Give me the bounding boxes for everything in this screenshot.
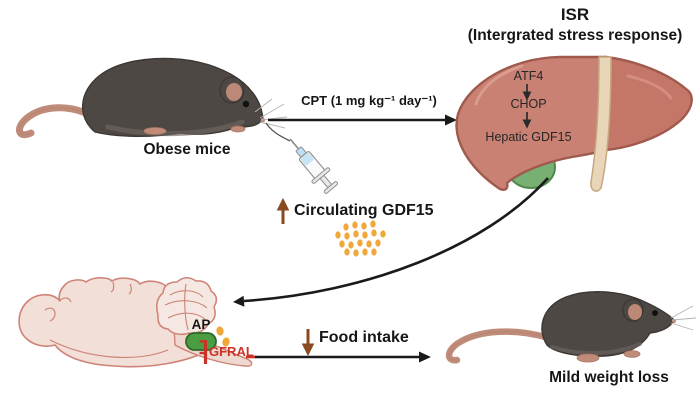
cpt-arrow — [268, 114, 457, 126]
obese-mice-label: Obese mice — [143, 141, 231, 158]
circulating-gdf15-label: Circulating GDF15 — [294, 202, 434, 219]
liver-highlight — [474, 64, 524, 106]
isr-title: ISR — [560, 5, 590, 24]
cpt-dose-label: CPT (1 mg kg⁻¹ day⁻¹) — [301, 93, 437, 108]
mouse-eye — [242, 100, 250, 108]
obese-mouse-icon — [16, 57, 288, 139]
isr-subtitle: (Intergrated stress response) — [467, 27, 683, 45]
mouse-eye — [652, 310, 658, 316]
isr-title-block: ISR (Intergrated stress response) — [450, 4, 700, 46]
gdf15-molecules-brain — [216, 326, 230, 347]
mouse-ear-inner — [226, 83, 242, 101]
mouse-ear-inner — [628, 304, 642, 320]
brain-icon — [18, 276, 253, 368]
mouse-body — [541, 291, 675, 357]
cerebellum-folds — [164, 283, 208, 331]
mouse-tail — [445, 328, 553, 364]
ap-label: AP — [191, 317, 211, 332]
mouse-whiskers — [670, 305, 697, 331]
mouse-belly-shade — [550, 342, 642, 355]
hepatic-gdf15-label: Hepatic GDF15 — [485, 130, 572, 144]
chop-gdf15-arrow — [522, 112, 532, 129]
mouse-front-paw — [230, 125, 246, 133]
gfral-label: GFRAL — [209, 344, 254, 359]
mouse-belly-shade — [105, 119, 245, 137]
gfral-receptor — [199, 340, 208, 364]
mouse-hind-foot — [143, 127, 167, 135]
circulating-increase-arrow — [276, 197, 290, 224]
mouse-hind-foot — [576, 353, 600, 363]
food-intake-label: Food intake — [319, 329, 409, 346]
food-intake-arrow — [246, 351, 431, 363]
mouse-front-paw — [623, 350, 641, 358]
liver-highlight — [626, 74, 673, 100]
atf4-chop-arrow — [522, 84, 532, 101]
mouse-tail — [16, 104, 104, 139]
injection-line — [265, 122, 291, 142]
mouse-whiskers — [254, 98, 288, 129]
food-decrease-arrow — [301, 329, 315, 357]
liver-icon — [455, 55, 693, 192]
gdf15-molecules — [335, 220, 386, 257]
mouse-tail — [448, 331, 550, 361]
cerebellum — [156, 277, 218, 336]
liver-to-brain-arrow — [233, 177, 549, 307]
liver-right-lobe — [603, 55, 693, 152]
mild-weight-loss-label: Mild weight loss — [549, 369, 669, 386]
syringe-icon — [289, 138, 339, 194]
falciform-ligament — [590, 56, 612, 192]
mouse-tail — [19, 107, 101, 136]
cerebrum-creases — [44, 281, 169, 359]
lean-mouse-icon — [445, 291, 697, 364]
atf4-label: ATF4 — [513, 69, 544, 83]
chop-label: CHOP — [510, 97, 547, 111]
